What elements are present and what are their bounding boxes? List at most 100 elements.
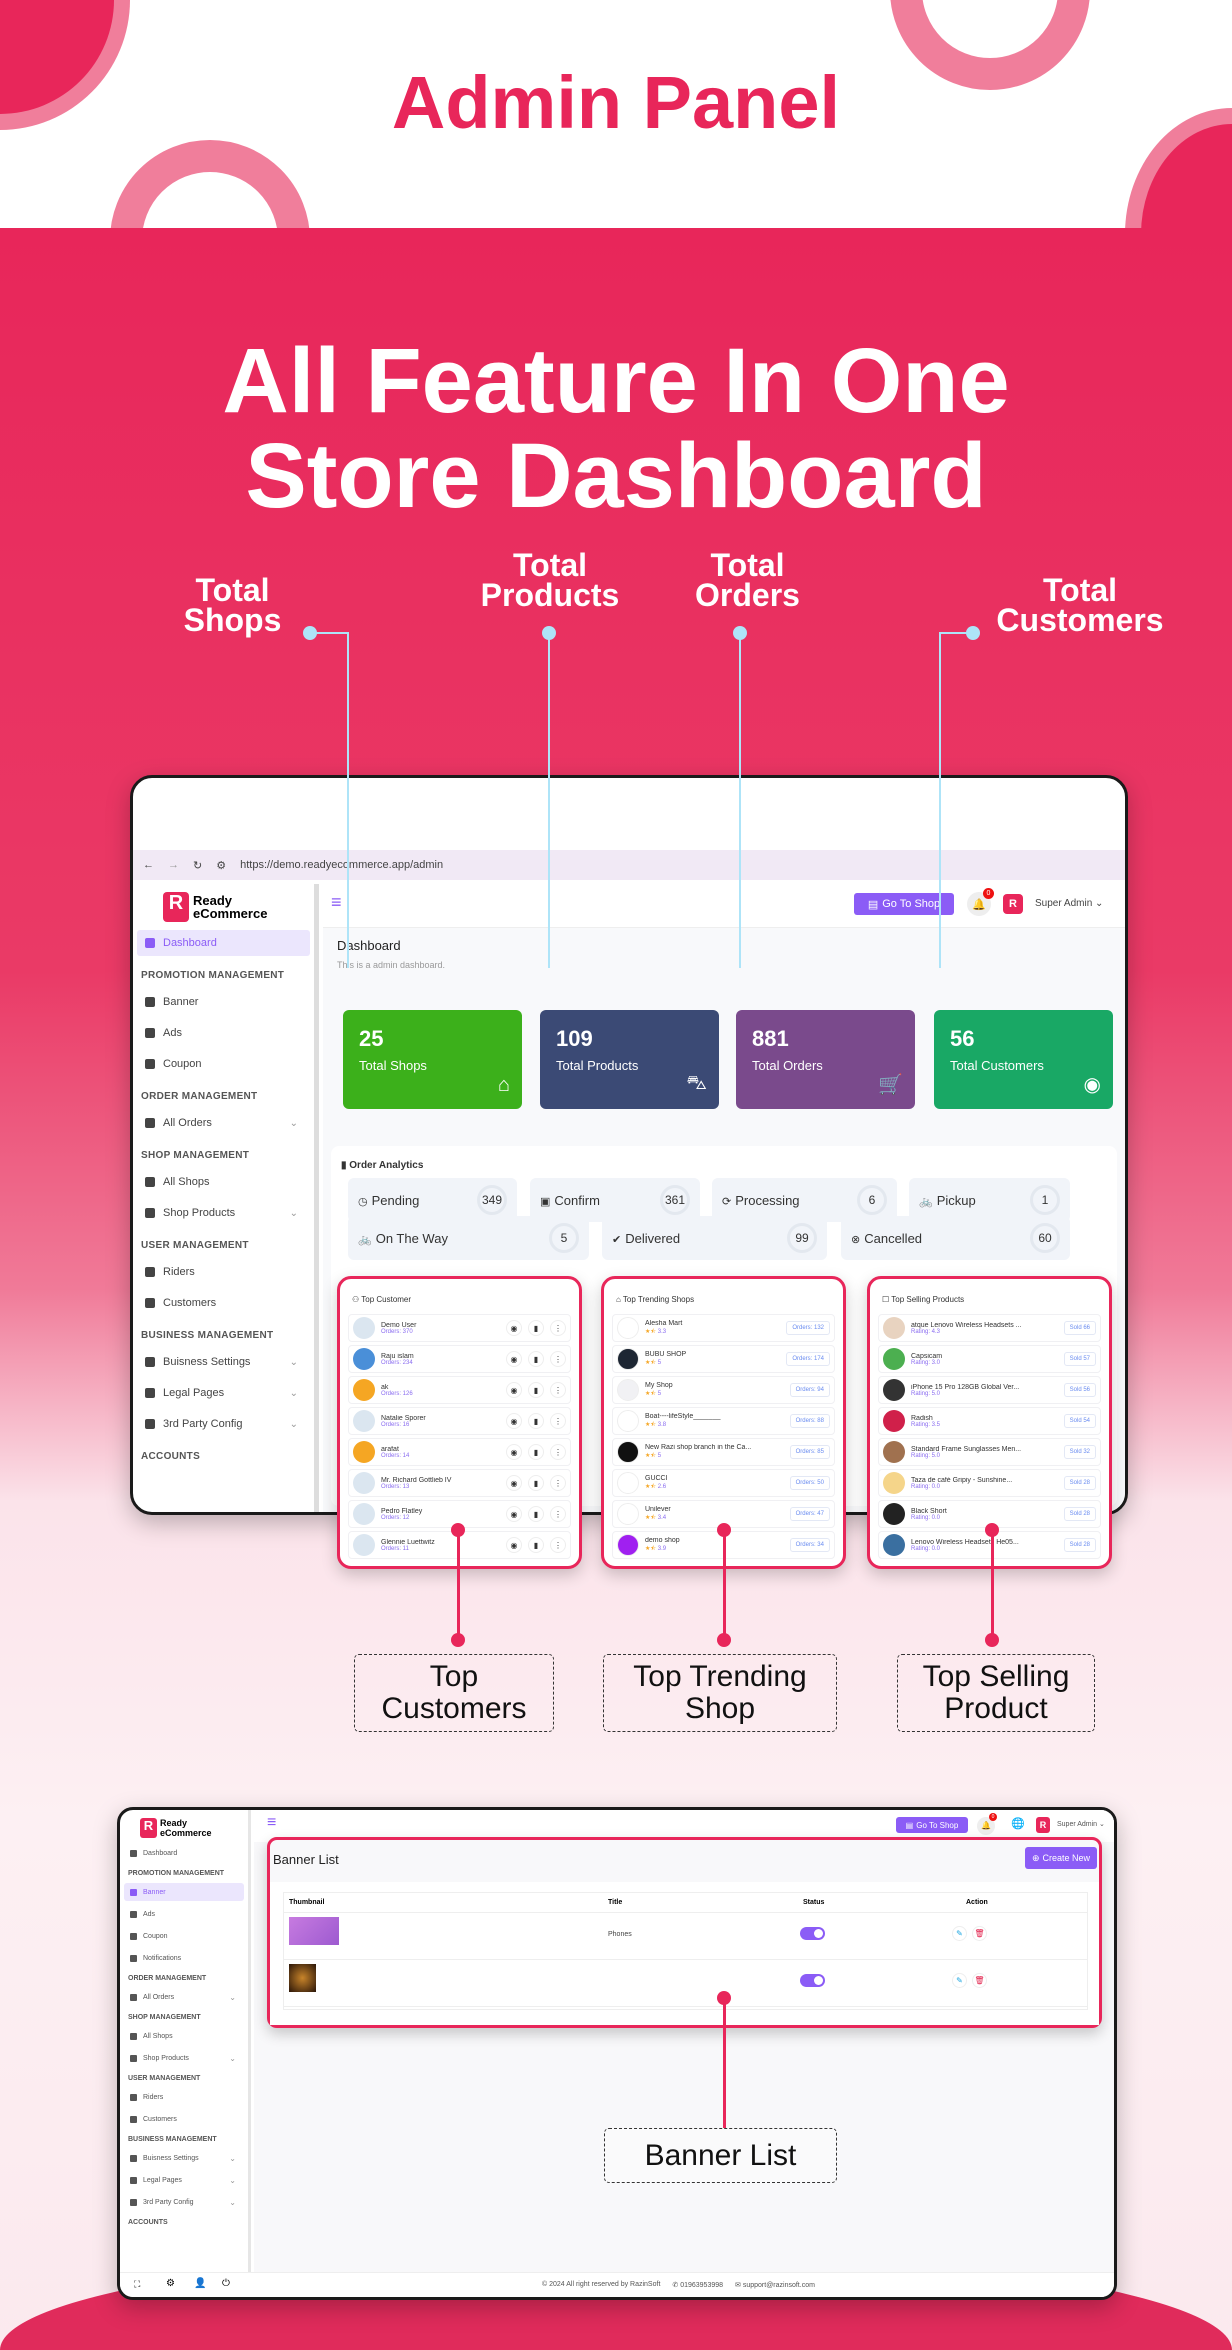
- sidebar-item-3rd-party-config[interactable]: 3rd Party Config⌄: [124, 2193, 244, 2211]
- sidebar-item-riders[interactable]: Riders: [137, 1259, 310, 1285]
- avatar[interactable]: R: [1036, 1817, 1050, 1833]
- fullscreen-icon[interactable]: ⛶: [134, 2279, 141, 2289]
- site-settings-icon[interactable]: ⚙: [216, 859, 227, 872]
- sidebar-item-customers[interactable]: Customers: [137, 1290, 310, 1316]
- eye-icon[interactable]: ◉: [506, 1444, 522, 1460]
- go-to-shop-button[interactable]: ▤Go To Shop: [854, 893, 954, 915]
- bookmark-icon[interactable]: ▮: [528, 1351, 544, 1367]
- eye-icon[interactable]: ◉: [506, 1351, 522, 1367]
- more-icon[interactable]: ⋮: [550, 1475, 566, 1491]
- sidebar-item-shop-products[interactable]: Shop Products⌄: [137, 1200, 310, 1226]
- forward-icon[interactable]: →: [168, 859, 179, 871]
- bookmark-icon[interactable]: ▮: [528, 1413, 544, 1429]
- eye-icon[interactable]: ◉: [506, 1537, 522, 1553]
- sidebar-item-shop-products[interactable]: Shop Products⌄: [124, 2049, 244, 2067]
- sidebar-item-all-orders[interactable]: All Orders⌄: [137, 1110, 310, 1136]
- bookmark-icon[interactable]: ▮: [528, 1506, 544, 1522]
- sidebar-item-dashboard[interactable]: Dashboard: [124, 1844, 244, 1862]
- status-toggle[interactable]: [800, 1927, 825, 1940]
- sidebar-item-all-shops[interactable]: All Shops: [124, 2027, 244, 2045]
- product-row[interactable]: Taza de café Gripiy - Sunshine...Rating:…: [878, 1469, 1101, 1497]
- bookmark-icon[interactable]: ▮: [528, 1475, 544, 1491]
- delete-trash-icon[interactable]: 🗑: [972, 1926, 987, 1941]
- more-icon[interactable]: ⋮: [550, 1506, 566, 1522]
- banner-thumbnail[interactable]: [289, 1964, 316, 1992]
- reload-icon[interactable]: ↻: [193, 859, 203, 872]
- eye-icon[interactable]: ◉: [506, 1320, 522, 1336]
- sidebar-item-legal-pages[interactable]: Legal Pages⌄: [124, 2171, 244, 2189]
- banner-thumbnail[interactable]: [289, 1917, 339, 1945]
- email-text[interactable]: ✉ support@razinsoft.com: [735, 2282, 815, 2289]
- sidebar-item-all-shops[interactable]: All Shops: [137, 1169, 310, 1195]
- sidebar-item-all-orders[interactable]: All Orders⌄: [124, 1988, 244, 2006]
- status-toggle[interactable]: [800, 1974, 825, 1987]
- sidebar-item-buisness-settings[interactable]: Buisness Settings⌄: [137, 1349, 310, 1375]
- bookmark-icon[interactable]: ▮: [528, 1382, 544, 1398]
- sidebar-item-coupon[interactable]: Coupon: [124, 1927, 244, 1945]
- eye-icon[interactable]: ◉: [506, 1382, 522, 1398]
- more-icon[interactable]: ⋮: [550, 1413, 566, 1429]
- sidebar-item-banner[interactable]: Banner: [137, 989, 310, 1015]
- back-icon[interactable]: ←: [143, 859, 154, 871]
- power-icon[interactable]: ⏻: [222, 2278, 230, 2289]
- more-icon[interactable]: ⋮: [550, 1537, 566, 1553]
- delete-trash-icon[interactable]: 🗑: [972, 1973, 987, 1988]
- sidebar-item-legal-pages[interactable]: Legal Pages⌄: [137, 1380, 310, 1406]
- sidebar-item-customers[interactable]: Customers: [124, 2110, 244, 2128]
- globe-icon[interactable]: 🌐: [1011, 1818, 1025, 1830]
- url-text[interactable]: https://demo.readyecommerce.app/admin: [240, 859, 444, 871]
- eye-icon[interactable]: ◉: [506, 1413, 522, 1429]
- hamburger-menu-icon[interactable]: ≡: [267, 1814, 277, 1831]
- avatar[interactable]: R: [1003, 894, 1023, 914]
- more-icon[interactable]: ⋮: [550, 1320, 566, 1336]
- edit-pencil-icon[interactable]: ✎: [952, 1973, 967, 1988]
- more-icon[interactable]: ⋮: [550, 1382, 566, 1398]
- user-icon[interactable]: 👤: [194, 2278, 207, 2289]
- eye-icon[interactable]: ◉: [506, 1475, 522, 1491]
- sidebar-item-riders[interactable]: Riders: [124, 2088, 244, 2106]
- product-row[interactable]: iPhone 15 Pro 128GB Global Ver...Rating:…: [878, 1376, 1101, 1404]
- gear-icon[interactable]: ⚙: [166, 2278, 175, 2289]
- user-menu[interactable]: Super Admin ⌄: [1057, 1821, 1105, 1828]
- bookmark-icon[interactable]: ▮: [528, 1320, 544, 1336]
- eye-icon[interactable]: ◉: [506, 1506, 522, 1522]
- product-row[interactable]: atque Lenovo Wireless Headsets ...Rating…: [878, 1314, 1101, 1342]
- bookmark-icon[interactable]: ▮: [528, 1444, 544, 1460]
- sidebar-item-ads[interactable]: Ads: [124, 1905, 244, 1923]
- go-to-shop-button[interactable]: ▤Go To Shop: [896, 1817, 968, 1833]
- sidebar-item-3rd-party-config[interactable]: 3rd Party Config⌄: [137, 1411, 310, 1437]
- product-row[interactable]: Standard Frame Sunglasses Men...Rating: …: [878, 1438, 1101, 1466]
- sidebar-item-dashboard[interactable]: Dashboard: [137, 930, 310, 956]
- sidebar-item-ads[interactable]: Ads: [137, 1020, 310, 1046]
- sidebar-item-buisness-settings[interactable]: Buisness Settings⌄: [124, 2149, 244, 2167]
- sidebar-item-coupon[interactable]: Coupon: [137, 1051, 310, 1077]
- hamburger-menu-icon[interactable]: ≡: [331, 892, 342, 912]
- address-bar[interactable]: ← → ↻ ⚙ https://demo.readyecommerce.app/adm…: [133, 850, 1125, 880]
- more-icon[interactable]: ⋮: [550, 1444, 566, 1460]
- user-menu[interactable]: Super Admin ⌄: [1035, 898, 1104, 909]
- bookmark-icon[interactable]: ▮: [528, 1537, 544, 1553]
